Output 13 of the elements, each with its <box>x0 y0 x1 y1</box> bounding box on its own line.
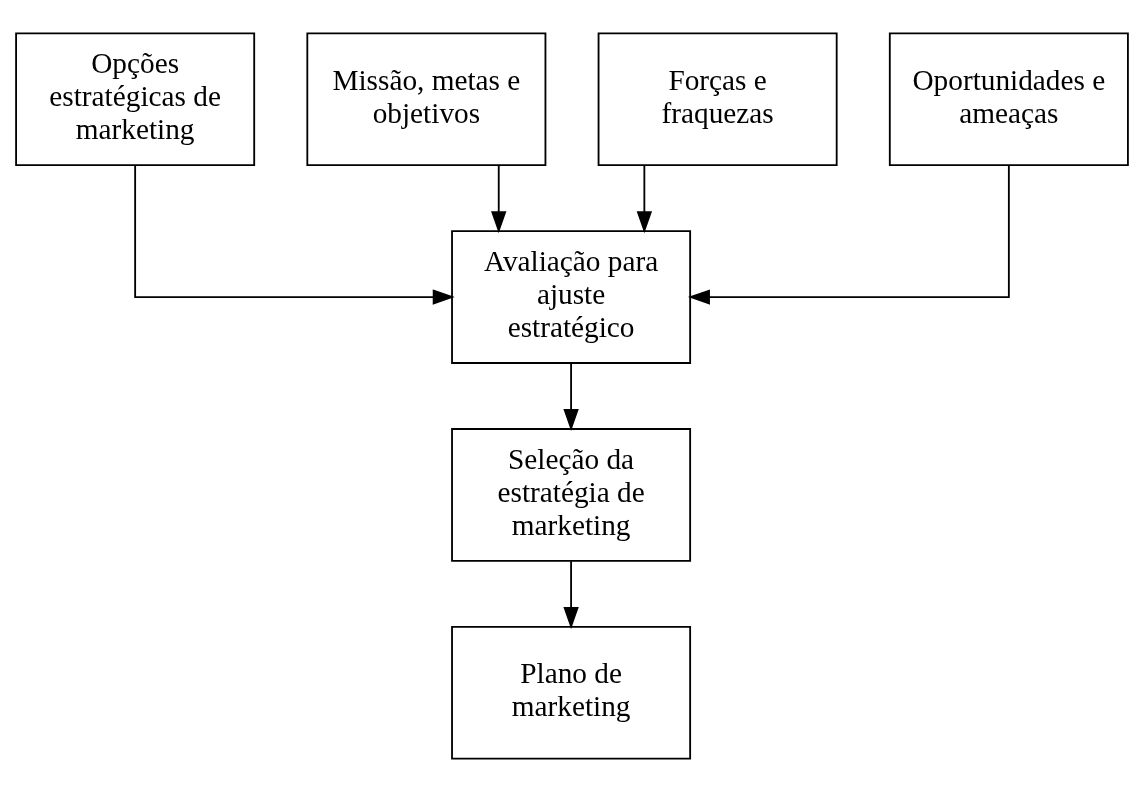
node-box: Opções estratégicas de marketing <box>15 32 256 167</box>
node-box: Forças e fraquezas <box>597 32 838 167</box>
arrow <box>563 362 579 432</box>
arrow <box>491 164 507 234</box>
arrow <box>687 164 1010 305</box>
node-box: Avaliação para ajuste estratégico <box>451 230 692 364</box>
node-box: Seleção da estratégia de marketing <box>451 428 692 562</box>
arrow <box>563 560 579 629</box>
node-box: Oportunidades e ameaças <box>888 32 1129 167</box>
node-box: Missão, metas e objetivos <box>306 32 547 167</box>
arrow <box>134 164 455 305</box>
arrow <box>636 164 653 234</box>
node-box: Plano de marketing <box>451 625 692 760</box>
